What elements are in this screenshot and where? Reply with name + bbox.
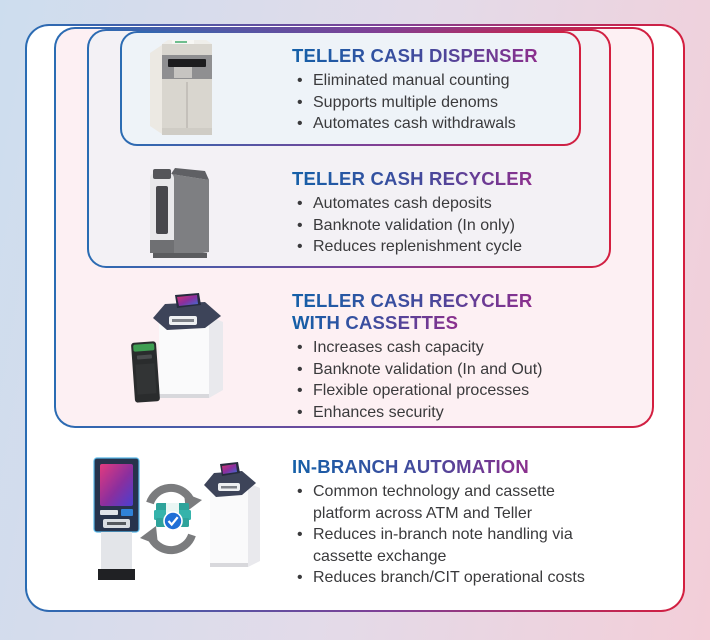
- check-badge-icon: [163, 511, 183, 531]
- section-title-line2: WITH CASSETTES: [292, 312, 459, 333]
- teller-cash-recycler-image: [145, 166, 215, 260]
- section-title: TELLER CASH RECYCLER: [292, 168, 533, 189]
- circular-exchange-arrows-icon: [140, 483, 202, 555]
- teller-cash-dispenser-image: [148, 40, 214, 138]
- feature-item: Reduces in-branch note handling via cass…: [292, 524, 594, 567]
- section-title: IN-BRANCH AUTOMATION: [292, 456, 529, 477]
- section-in-branch-automation: IN-BRANCH AUTOMATION Common technology a…: [292, 456, 632, 589]
- feature-item: Increases cash capacity: [292, 337, 632, 359]
- feature-item: Automates cash withdrawals: [292, 113, 632, 135]
- section-title: TELLER CASH DISPENSER: [292, 45, 538, 66]
- feature-list: Eliminated manual counting Supports mult…: [292, 70, 632, 135]
- section-teller-cash-recycler-with-cassettes: TELLER CASH RECYCLER WITH CASSETTES Incr…: [292, 290, 632, 423]
- section-teller-cash-dispenser: TELLER CASH DISPENSER Eliminated manual …: [292, 45, 632, 135]
- feature-item: Reduces branch/CIT operational costs: [292, 567, 594, 589]
- feature-item: Flexible operational processes: [292, 380, 632, 402]
- cassette-icon: [131, 341, 160, 403]
- feature-item: Eliminated manual counting: [292, 70, 632, 92]
- feature-item: Banknote validation (In and Out): [292, 359, 632, 381]
- feature-list: Common technology and cassette platform …: [292, 481, 594, 589]
- feature-item: Enhances security: [292, 402, 632, 424]
- feature-item: Supports multiple denoms: [292, 92, 632, 114]
- teller-recycler-icon: [204, 462, 260, 567]
- feature-item: Reduces replenishment cycle: [292, 236, 632, 258]
- section-title-line1: TELLER CASH RECYCLER: [292, 290, 533, 311]
- feature-list: Automates cash deposits Banknote validat…: [292, 193, 632, 258]
- section-teller-cash-recycler: TELLER CASH RECYCLER Automates cash depo…: [292, 168, 632, 258]
- banknote-stack-icon: [154, 503, 191, 531]
- in-branch-automation-image: [92, 455, 268, 583]
- feature-item: Banknote validation (In only): [292, 215, 632, 237]
- teller-cash-recycler-with-cassettes-image: [131, 292, 228, 407]
- atm-icon: [93, 457, 140, 580]
- feature-list: Increases cash capacity Banknote validat…: [292, 337, 632, 423]
- feature-item: Common technology and cassette platform …: [292, 481, 594, 524]
- feature-item: Automates cash deposits: [292, 193, 632, 215]
